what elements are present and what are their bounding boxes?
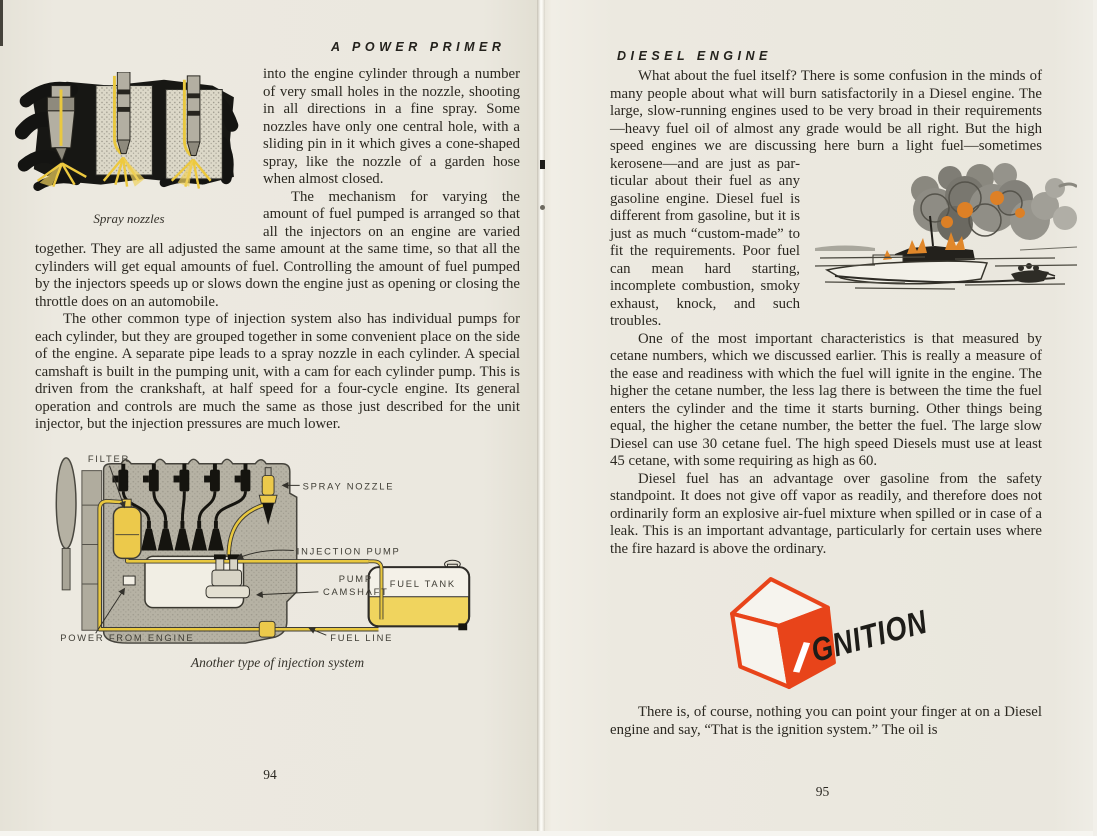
page-number-left: 94 xyxy=(263,767,277,782)
injectors xyxy=(112,463,251,550)
scan-edge-bottom xyxy=(0,831,1097,836)
paragraph-safety: Diesel fuel has an advantage over gasoli… xyxy=(610,470,1042,557)
label-filter: FILTER xyxy=(88,453,130,463)
running-header-right: DIESEL ENGINE xyxy=(617,49,772,63)
fuel-tank-part: FUEL TANK xyxy=(367,558,471,630)
fuel-line-fitting xyxy=(258,620,276,638)
burning-boat-illustration xyxy=(815,162,1077,290)
paragraph-other-injection-type: The other common type of injection syste… xyxy=(35,311,520,432)
ignition-cube-icon: I xyxy=(730,577,836,689)
nozzle-middle xyxy=(102,72,145,187)
paragraph-fuel-question: What about the fuel itself? There is som… xyxy=(610,68,1077,331)
label-fuel-line: FUEL LINE xyxy=(330,633,393,643)
label-pump: PUMP xyxy=(339,573,373,583)
label-injection-pump: INJECTION PUMP xyxy=(297,546,401,556)
scan-speck xyxy=(540,205,545,210)
burning-boat-figure xyxy=(815,158,1077,292)
injection-system-diagram: FUEL TANK FILTER SPRAY NOZZLE INJECTION … xyxy=(55,453,471,644)
running-header-left: A POWER PRIMER xyxy=(331,40,506,54)
injection-pump-part xyxy=(205,553,250,598)
spray-nozzles-figure: Spray nozzles xyxy=(15,72,243,227)
spray-nozzle-part xyxy=(258,466,278,525)
fuel-lines xyxy=(97,498,379,631)
right-page-content: What about the fuel itself? There is som… xyxy=(610,68,1077,739)
injection-system-figure: FUEL TANK FILTER SPRAY NOZZLE INJECTION … xyxy=(35,446,520,671)
engine-fan xyxy=(55,456,103,631)
page-number-right: 95 xyxy=(815,784,830,799)
spray-nozzles-illustration xyxy=(15,72,239,191)
scan-edge-artifact xyxy=(0,0,3,46)
fuel-filter xyxy=(112,498,142,559)
nozzle-right xyxy=(170,75,212,189)
ignition-logo: I GNITION xyxy=(610,568,1042,700)
scan-edge-right xyxy=(1093,0,1097,836)
scan-speck xyxy=(540,160,545,169)
paragraph-ignition-intro: There is, of course, nothing you can poi… xyxy=(610,704,1042,738)
label-camshaft: CAMSHAFT xyxy=(323,586,389,596)
paragraph-cetane: One of the most important characteristic… xyxy=(610,330,1042,470)
power-takeoff-stub xyxy=(122,575,136,585)
paragraph-fuel-lead: What about the fuel itself? There is som… xyxy=(610,68,1042,172)
spray-figure-caption: Spray nozzles xyxy=(93,211,165,226)
label-fuel-tank: FUEL TANK xyxy=(390,578,456,588)
page-gutter xyxy=(537,0,545,836)
shoreline-left xyxy=(815,245,875,251)
injection-figure-caption: Another type of injection system xyxy=(190,654,365,670)
water-strokes xyxy=(815,255,1077,290)
label-spray-nozzle: SPRAY NOZZLE xyxy=(303,481,395,491)
paragraph-fuel-metering: The mechanism for varying the amount of … xyxy=(35,188,520,310)
nozzle-left xyxy=(36,85,87,188)
paragraph-injection-continuation: into the engine cylinder through a numbe… xyxy=(263,66,520,187)
paragraph-fuel-wrap: ticular about their fuel as any gasoline… xyxy=(610,173,800,329)
left-page-content: Spray nozzles into the engine cylinder t… xyxy=(15,66,520,671)
label-power-from-engine: POWER FROM ENGINE xyxy=(60,633,194,643)
smoke-cloud xyxy=(911,162,1077,242)
